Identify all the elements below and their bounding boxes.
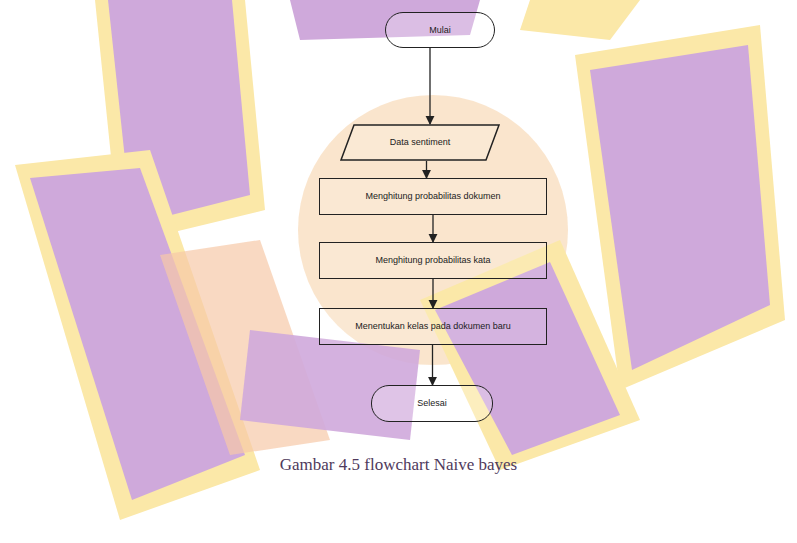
watermark-shapes (15, 0, 785, 520)
input-parallelogram: Data sentiment (340, 124, 500, 161)
flow-arrow (432, 215, 433, 242)
process-box: Menghitung probabilitas kata (319, 242, 547, 279)
process-box: Menghitung probabilitas dokumen (319, 178, 547, 215)
figure-caption: Gambar 4.5 flowchart Naive bayes (0, 455, 797, 475)
flow-arrow (426, 161, 427, 178)
node-label: Menentukan kelas pada dokumen baru (355, 321, 511, 332)
end-terminator: Selesai (371, 385, 493, 422)
node-label: Selesai (417, 398, 447, 409)
flow-arrow (429, 48, 430, 124)
parallelogram-shape (341, 125, 499, 160)
start-terminator: Mulai (385, 12, 495, 48)
node-label: Mulai (429, 25, 451, 36)
flow-arrow (432, 279, 433, 308)
process-box: Menentukan kelas pada dokumen baru (319, 308, 547, 345)
node-label: Data sentiment (390, 137, 451, 148)
flow-arrow (432, 345, 433, 385)
node-label: Menghitung probabilitas dokumen (365, 191, 500, 202)
node-label: Menghitung probabilitas kata (375, 255, 490, 266)
